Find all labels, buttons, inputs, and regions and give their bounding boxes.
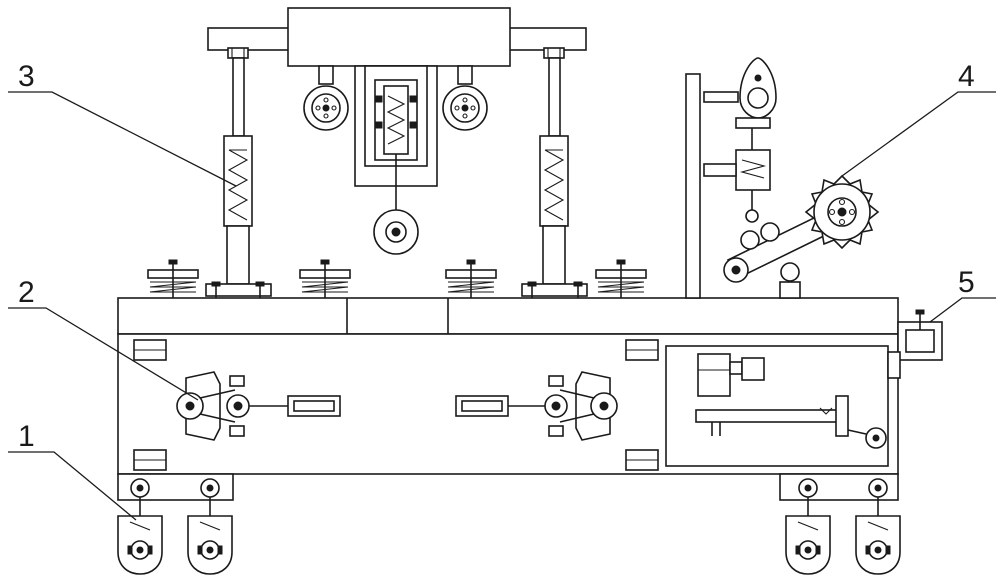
top-gantry	[207, 7, 587, 67]
front-clamps	[133, 339, 659, 471]
left-spring-column	[205, 57, 272, 312]
callout-3: 3	[18, 60, 35, 93]
rotary-cutter-arm	[685, 57, 880, 299]
callout-4: 4	[958, 60, 975, 93]
left-swing-linkage	[176, 371, 341, 441]
callout-5: 5	[958, 266, 975, 299]
callout-1: 1	[18, 420, 35, 453]
side-clamp	[887, 309, 943, 379]
right-swing-linkage	[455, 371, 618, 441]
control-box	[665, 345, 889, 467]
caster-1	[117, 478, 163, 575]
upper-right-roller	[442, 65, 488, 131]
caster-3	[785, 478, 831, 575]
right-spring-column	[521, 57, 588, 312]
caster-wheels	[117, 478, 901, 575]
leader-lines	[8, 91, 996, 521]
pressure-pads	[147, 259, 647, 298]
upper-left-roller	[303, 65, 349, 131]
caster-4	[855, 478, 901, 575]
central-press-assembly	[354, 65, 438, 255]
callout-2: 2	[18, 276, 35, 309]
caster-2	[187, 478, 233, 575]
